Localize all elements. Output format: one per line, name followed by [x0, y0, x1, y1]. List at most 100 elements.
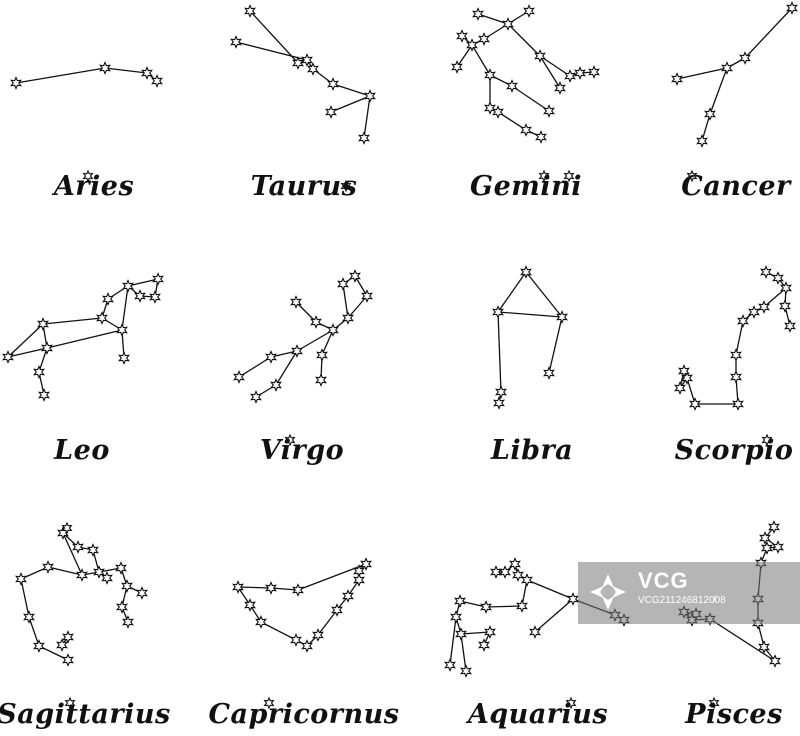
star-icon: [509, 557, 521, 571]
label-leo: Leo: [54, 435, 110, 466]
star-icon: [118, 351, 130, 365]
star-icon: [116, 323, 128, 337]
star-icon: [758, 300, 770, 314]
star-icon: [307, 62, 319, 76]
constellation-line: [460, 631, 491, 635]
star-icon: [456, 29, 468, 43]
star-icon: [353, 573, 365, 587]
star-icon: [454, 594, 466, 608]
star-icon: [62, 630, 74, 644]
label-aries: Aries: [53, 171, 135, 202]
constellation-leo: [2, 272, 164, 402]
star-icon: [62, 653, 74, 667]
constellation-line: [507, 23, 541, 57]
constellation-aries: [10, 61, 163, 90]
star-icon: [535, 130, 547, 144]
star-icon: [115, 561, 127, 575]
star-icon: [451, 60, 463, 74]
constellation-line: [296, 329, 334, 352]
constellation-taurus: [230, 4, 376, 145]
star-icon: [342, 589, 354, 603]
star-icon: [739, 51, 751, 65]
star-icon: [478, 32, 490, 46]
star-icon: [730, 348, 742, 362]
star-icon: [233, 370, 245, 384]
star-icon: [678, 364, 690, 378]
star-icon: [721, 61, 733, 75]
star-icon: [134, 289, 146, 303]
constellation-line: [317, 609, 338, 636]
star-icon: [748, 305, 760, 319]
star-icon: [689, 397, 701, 411]
constellation-line: [62, 532, 83, 576]
star-icon: [37, 317, 49, 331]
constellation-libra: [492, 265, 568, 410]
constellation-line: [686, 377, 696, 405]
star-icon: [506, 79, 518, 93]
star-icon: [704, 107, 716, 121]
star-icon: [33, 639, 45, 653]
label-libra: Libra: [490, 435, 574, 466]
constellation-line: [460, 633, 467, 672]
label-pisces: Pisces: [685, 699, 783, 730]
star-icon: [122, 279, 134, 293]
label-virgo: Virgo: [259, 435, 345, 466]
star-icon: [708, 696, 720, 710]
star-icon: [101, 571, 113, 585]
constellation-line: [121, 285, 129, 331]
star-icon: [520, 265, 532, 279]
star-icon: [484, 101, 496, 115]
constellation-line: [534, 598, 574, 633]
star-icon: [450, 610, 462, 624]
star-icon: [38, 388, 50, 402]
star-icon: [121, 579, 133, 593]
star-icon: [270, 378, 282, 392]
star-icon: [291, 344, 303, 358]
star-icon: [674, 381, 686, 395]
star-icon: [312, 628, 324, 642]
constellation-line: [321, 329, 334, 356]
star-icon: [325, 105, 337, 119]
constellation-line: [7, 347, 48, 358]
star-icon: [230, 35, 242, 49]
star-icon: [141, 66, 153, 80]
constellation-line: [744, 7, 793, 59]
star-icon: [263, 696, 275, 710]
star-icon: [671, 72, 683, 86]
star-icon: [492, 105, 504, 119]
constellation-line: [260, 621, 297, 641]
star-icon: [759, 531, 771, 545]
star-icon: [493, 396, 505, 410]
star-icon: [301, 53, 313, 67]
star-icon: [772, 271, 784, 285]
star-icon: [523, 4, 535, 18]
star-icon: [244, 598, 256, 612]
star-icon: [696, 134, 708, 148]
star-icon: [516, 599, 528, 613]
star-icon: [327, 323, 339, 337]
star-icon: [480, 600, 492, 614]
label-sagittarius: Sagittarius: [0, 699, 171, 730]
constellation-line: [363, 95, 371, 139]
vcg-logo-icon: [590, 574, 626, 610]
star-icon: [460, 664, 472, 678]
star-icon: [2, 350, 14, 364]
star-icon: [538, 169, 550, 183]
star-icon: [61, 521, 73, 535]
constellation-line: [38, 347, 48, 373]
constellation-line: [235, 41, 308, 61]
star-icon: [82, 169, 94, 183]
star-icon: [116, 600, 128, 614]
constellation-line: [342, 283, 349, 319]
constellation-line: [28, 616, 40, 647]
constellation-line: [485, 605, 523, 608]
star-icon: [337, 277, 349, 291]
star-icon: [265, 350, 277, 364]
constellation-line: [127, 278, 159, 287]
star-icon: [761, 433, 773, 447]
constellation-line: [347, 295, 368, 319]
label-gemini: Gemini: [470, 171, 582, 202]
constellation-line: [459, 600, 487, 608]
constellation-line: [46, 329, 123, 349]
constellation-line: [511, 85, 550, 112]
